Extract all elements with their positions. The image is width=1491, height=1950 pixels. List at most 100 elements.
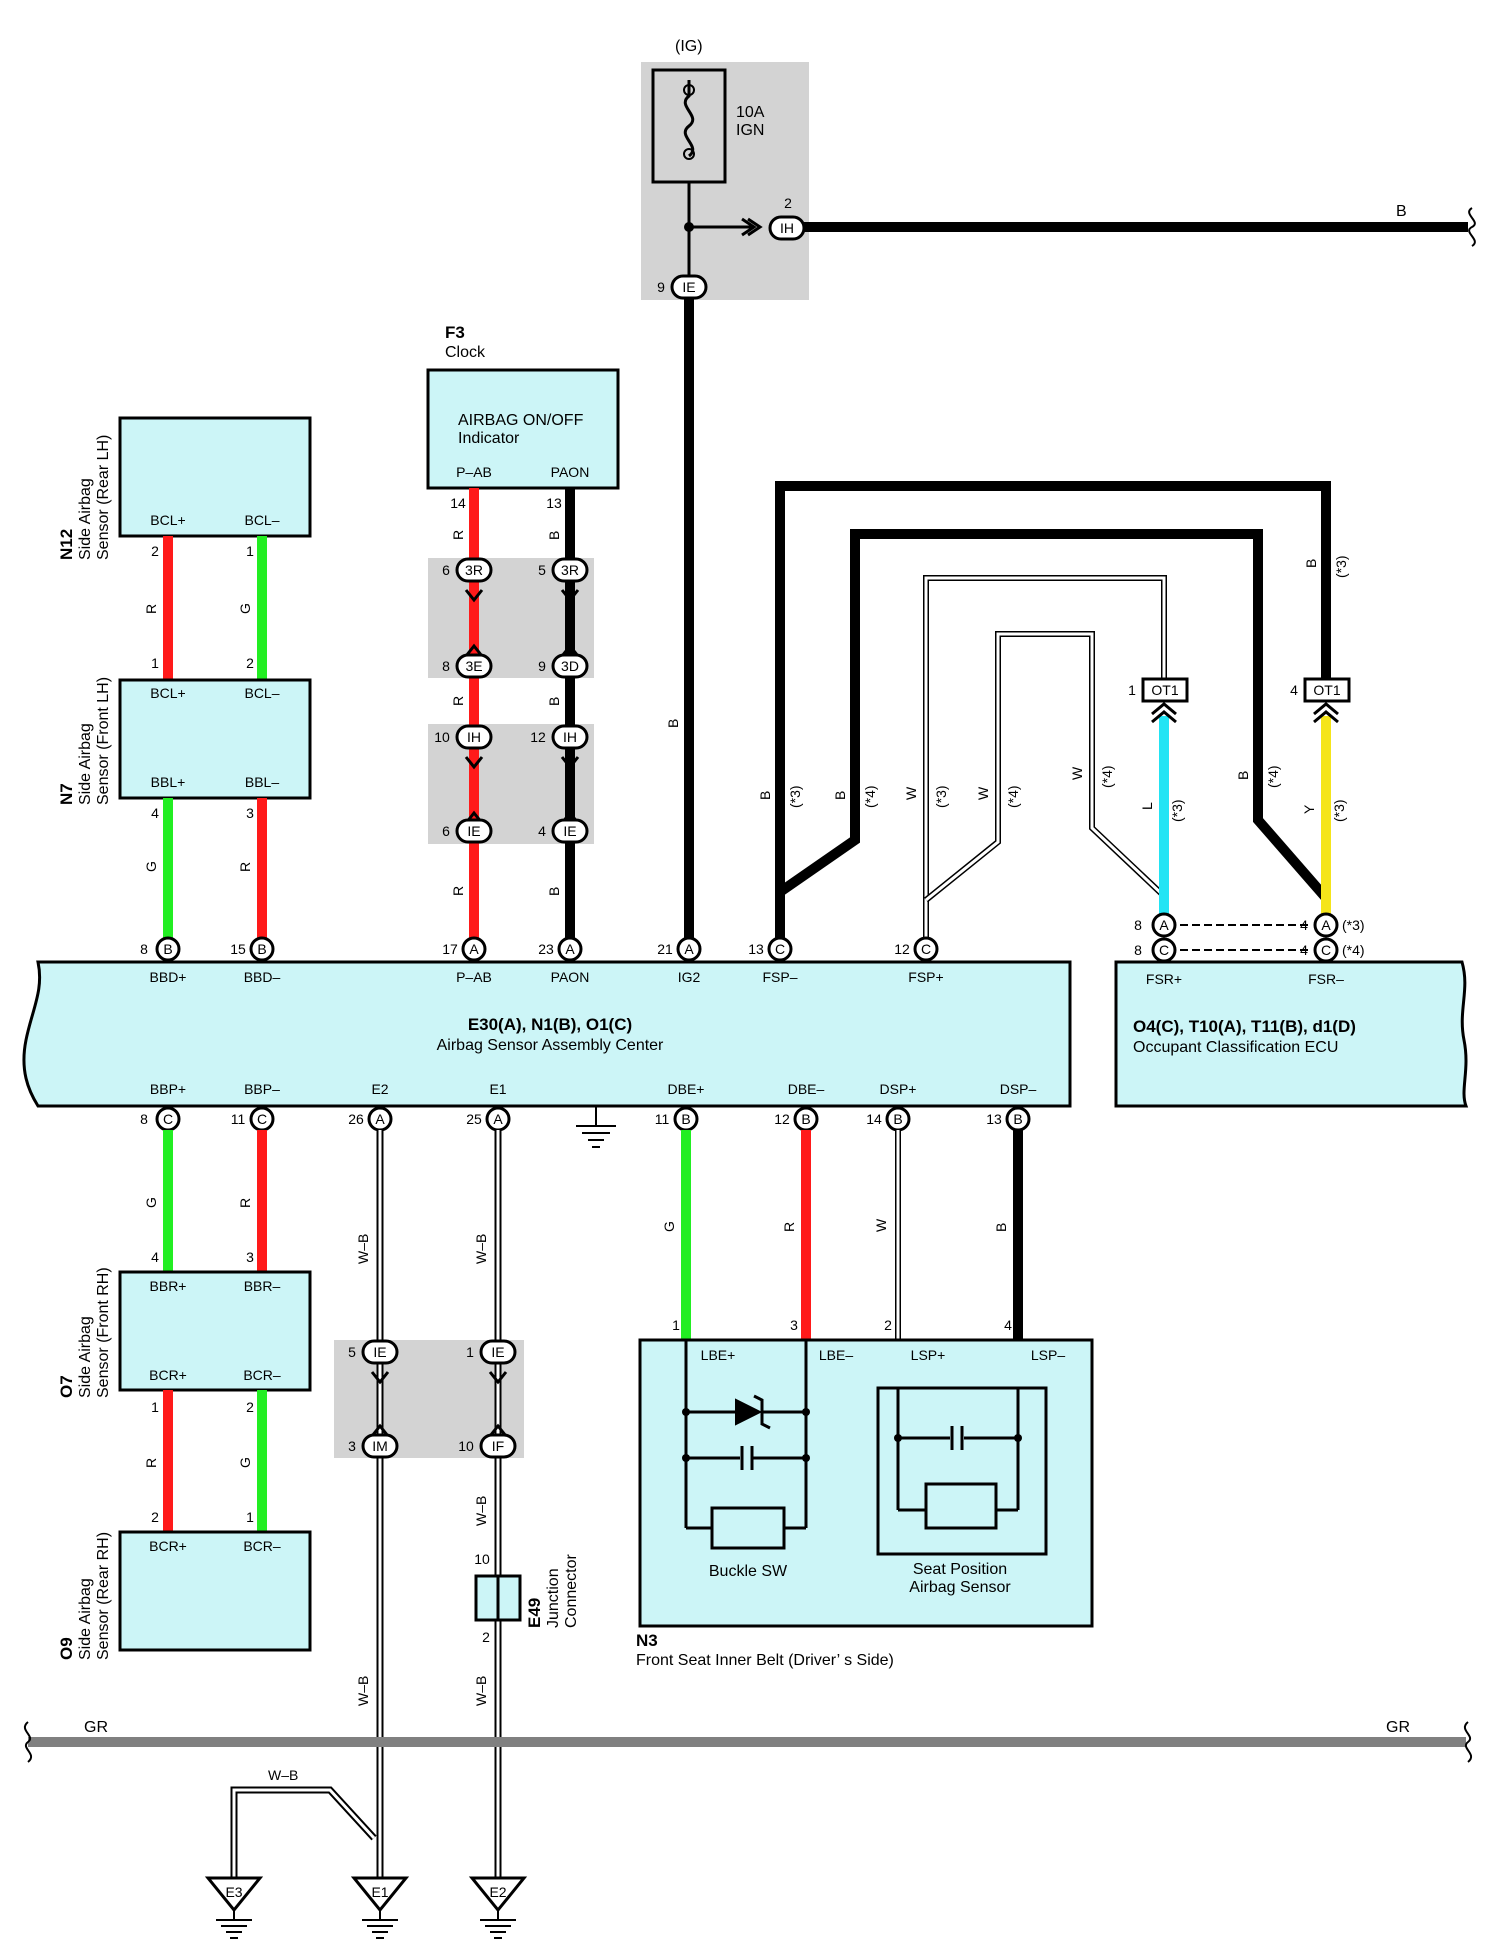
occ-pin-c-right-label: C: [1321, 942, 1331, 958]
sensor-o9-num1: 2: [151, 1509, 159, 1525]
sensor-n7-num-b2: 3: [246, 805, 254, 821]
ecu-top-pin-label: IG2: [678, 969, 701, 985]
occ-pin-c-left-label: C: [1159, 942, 1169, 958]
sensor-n7-num-b1: 4: [151, 805, 159, 821]
sensor-o9-box: [118, 1530, 312, 1652]
connector-ie-left-pin: 6: [442, 823, 450, 839]
ecu-bottom-pin-num: 12: [774, 1111, 790, 1127]
ecu-bottom-pin-label: DBE+: [668, 1081, 705, 1097]
ecu-top-pin-1: [249, 936, 275, 962]
sensor-o7-pin-b2: BCR–: [243, 1367, 281, 1383]
sensor-n7-pin-t1: BCL+: [150, 685, 185, 701]
ecu-top-pin-label: BBD–: [244, 969, 281, 985]
n3-box: [638, 1338, 1094, 1628]
seat-sensor-label-1: Seat Position: [913, 1561, 1007, 1578]
resistor-icon: [924, 1482, 998, 1530]
clock-pin-num-13: 13: [546, 495, 562, 511]
wire-bcr-plus-color: R: [143, 1458, 159, 1468]
n3-pin-lsp-minus: LSP–: [1031, 1347, 1065, 1363]
sensor-n7-pin-b2: BBL–: [245, 774, 279, 790]
wire-fsp-plus-star3-inner: [924, 576, 1166, 938]
fuse-rating: 10A: [736, 104, 765, 121]
ground-e1-label: E1: [371, 1884, 388, 1900]
ecu-bottom-pin-num: 25: [466, 1111, 482, 1127]
sensor-n7-pin-t2: BCL–: [244, 685, 279, 701]
connector-ih-right-pin: 12: [530, 729, 546, 745]
clock-indicator-line1: AIRBAG ON/OFF: [458, 412, 584, 429]
wire-fsp-minus-star3: [775, 481, 1331, 938]
clock-code: F3: [445, 323, 465, 342]
sensor-o7-num-t1: 4: [151, 1249, 159, 1265]
occ-pin-c-left-num: 8: [1134, 942, 1142, 958]
wire-bbp-minus-color: R: [237, 1198, 253, 1208]
connector-im-label: IM: [372, 1438, 388, 1454]
e49-code: E49: [525, 1598, 544, 1628]
wire-bcl-plus-color: R: [143, 604, 159, 614]
wire-dbe-minus-color: R: [781, 1222, 797, 1232]
sensor-n12-name2: Sensor (Rear LH): [95, 435, 112, 560]
sensor-n12-num2: 1: [246, 543, 254, 559]
wire-pab-color-2: R: [450, 696, 466, 706]
ecu-bottom-pin-num: 11: [655, 1111, 670, 1127]
n3-pin-lbe-minus: LBE–: [819, 1347, 853, 1363]
ground-e2-label: E2: [489, 1884, 506, 1900]
fuse-source-label: (IG): [675, 38, 703, 55]
sensor-o7-num-t2: 3: [246, 1249, 254, 1265]
ecu-bottom-pin-conn: B: [893, 1111, 902, 1127]
splice-arrow-icon: [560, 589, 580, 657]
connector-ie-ground-1-label: IE: [373, 1344, 386, 1360]
connector-if: [479, 1433, 517, 1459]
connector-3r-right-label: 3R: [561, 562, 579, 578]
ecu-top-pin-0: [155, 936, 181, 962]
ecu-top-pin-label: FSP+: [908, 969, 943, 985]
ecu-top-pin-num: 17: [442, 941, 458, 957]
sensor-n7-name2: Sensor (Front LH): [95, 677, 112, 805]
connector-ie-left: [455, 818, 493, 844]
sensor-o9-pin2: BCR–: [243, 1538, 281, 1554]
ecu-top-pin-label: PAON: [551, 969, 590, 985]
sensor-n12-name1: Side Airbag: [77, 478, 94, 560]
wire-b-right-label: B: [1396, 203, 1407, 220]
ecu-top-pin-num: 15: [230, 941, 246, 957]
ground-wires: [230, 1130, 502, 1878]
sensor-o7-name1: Side Airbag: [77, 1316, 94, 1398]
occ-note-star3: (*3): [1342, 917, 1365, 933]
sensor-n12-code: N12: [57, 529, 76, 560]
ecu-top-pins: B8BBD+B15BBD–A17P–ABA23PAONA21IG2C13FSP–…: [140, 936, 944, 985]
fuse-name: IGN: [736, 122, 764, 139]
wire-dsp-minus-color: B: [993, 1223, 1009, 1232]
ecu-bottom-pin-label: BBP+: [150, 1081, 186, 1097]
connector-ot1-right-label: OT1: [1313, 682, 1340, 698]
ecu-top-pin-3: [557, 936, 583, 962]
ecu-bottom-pin-label: E1: [489, 1081, 506, 1097]
sensor-n7-name1: Side Airbag: [77, 723, 94, 805]
ecu-top-pin-label: P–AB: [456, 969, 492, 985]
ecu-top-pin-conn: B: [257, 941, 266, 957]
sensor-n12-pin2: BCL–: [244, 512, 279, 528]
node-dot: [682, 1454, 690, 1462]
connector-ih-right-label: IH: [563, 729, 577, 745]
connector-ie-right-label: IE: [563, 823, 576, 839]
wire-e1-color-1: W–B: [473, 1234, 489, 1264]
clock-indicator-line2: Indicator: [458, 430, 520, 447]
sensor-o7-name2: Sensor (Front RH): [95, 1267, 112, 1398]
wire-paon-color-2: B: [546, 697, 562, 706]
seat-sensor-label-2: Airbag Sensor: [909, 1579, 1011, 1596]
ecu-top-pin-conn: C: [921, 941, 931, 957]
connector-ih-pin: 2: [784, 195, 792, 211]
ecu-top-pin-6: [913, 936, 939, 962]
connector-ih-left-label: IH: [467, 729, 481, 745]
clock-pin-num-14: 14: [450, 495, 466, 511]
sensor-o9-pin1: BCR+: [149, 1538, 187, 1554]
sensor-o9-name1: Side Airbag: [77, 1578, 94, 1660]
ground-e1-icon: [350, 1876, 410, 1913]
ecu-bottom-pin-conn: B: [681, 1111, 690, 1127]
node-dot: [682, 1408, 690, 1416]
ecu-bottom-pin-label: DBE–: [788, 1081, 825, 1097]
fuse-terminal-bottom: [683, 148, 695, 160]
node-dot: [894, 1434, 902, 1442]
wire-e3-inner: [232, 1788, 376, 1878]
resistor-icon: [710, 1506, 786, 1550]
